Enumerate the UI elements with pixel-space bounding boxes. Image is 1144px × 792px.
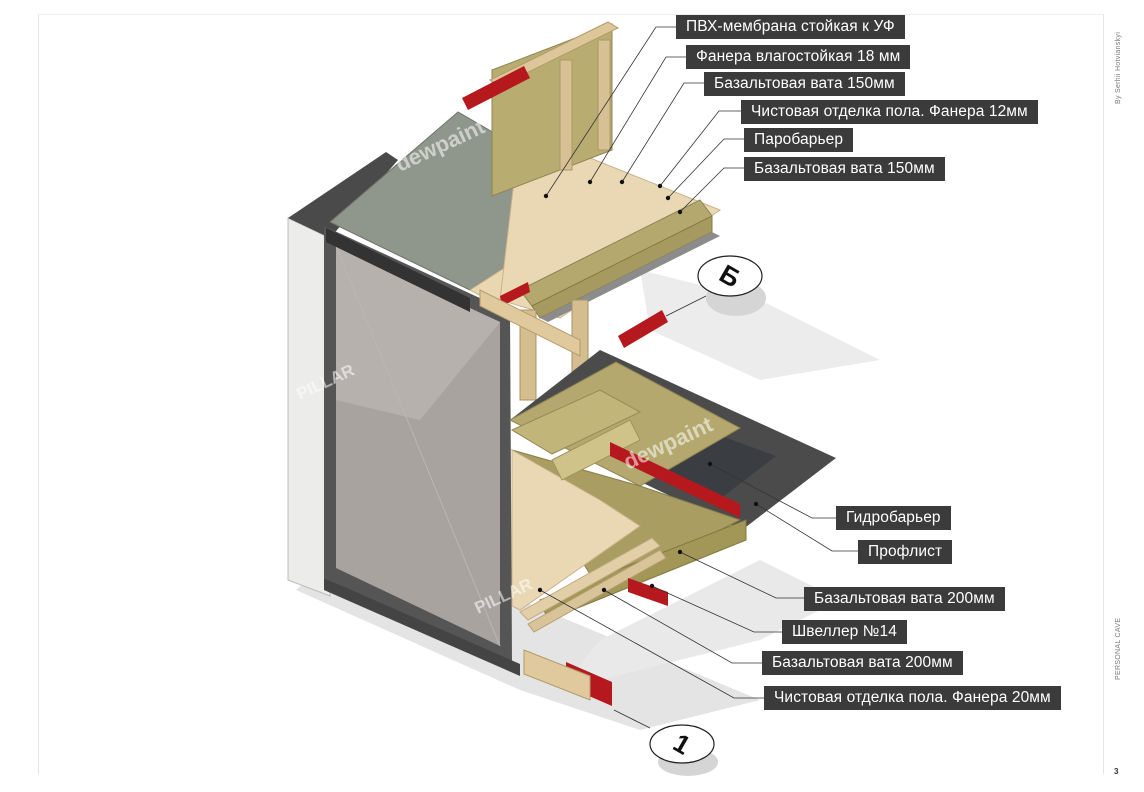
label-pvc-membrane: ПВХ-мембрана стойкая к УФ	[676, 15, 905, 39]
floor-board-1	[510, 389, 642, 455]
upper-red-channel	[462, 66, 530, 110]
label-finish-plywood-20mm: Чистовая отделка пола. Фанера 20мм	[764, 686, 1061, 710]
label-basalt-200-b: Базальтовая вата 200мм	[762, 651, 963, 675]
label-finish-plywood-12mm: Чистовая отделка пола. Фанера 12мм	[741, 100, 1038, 124]
leader-lines	[539, 26, 858, 729]
floor-plywood-stripe-2	[527, 549, 667, 633]
bottom-beam-end	[523, 649, 591, 701]
project-name: PERSONAL CAVE	[1115, 617, 1122, 680]
floor-plywood-20mm	[511, 449, 641, 611]
floor-shadow	[560, 560, 840, 690]
mid-red-channel	[618, 310, 668, 348]
label-vapor-barrier: Паробарьер	[744, 128, 854, 152]
roof-plywood-large	[499, 129, 722, 319]
frame-line-right	[1103, 14, 1104, 774]
bottom-frame-base	[324, 578, 520, 676]
marker-b-circle	[697, 255, 763, 297]
label-plywood-18mm: Фанера влагостойкая 18 мм	[686, 45, 911, 69]
label-profiled-sheet: Профлист	[858, 540, 953, 564]
concrete-column-front	[287, 217, 331, 597]
roof-parapet-dark	[326, 228, 470, 312]
floor-board-2	[551, 419, 641, 481]
floor-red-channel-1	[610, 442, 740, 518]
frame-line-left	[38, 14, 39, 774]
floor-plywood-stripe-1	[519, 537, 661, 621]
leader-dots	[537, 179, 759, 593]
author-credit: By Serhii Hotvianskyi	[1115, 31, 1122, 104]
label-basalt-150-a: Базальтовая вата 150мм	[704, 72, 905, 96]
page-number: 3	[1114, 767, 1119, 776]
glass-reflection	[336, 246, 500, 420]
label-basalt-200-a: Базальтовая вата 200мм	[804, 587, 1005, 611]
label-hydro-barrier: Гидробарьер	[836, 506, 951, 530]
frame-line-top	[38, 14, 1104, 15]
upper-shadow	[640, 270, 880, 380]
upper-stud-2	[559, 59, 573, 171]
label-basalt-150-b: Базальтовая вата 150мм	[744, 157, 945, 181]
mid-beam	[479, 289, 581, 357]
marker-1-circle	[649, 724, 715, 764]
upper-stud-3	[597, 39, 611, 151]
label-channel-14: Швеллер №14	[782, 620, 907, 644]
floor-red-channel-2	[628, 578, 668, 606]
concrete-column-top	[288, 152, 398, 238]
left-red-channel	[500, 282, 530, 306]
glass-line	[335, 245, 501, 647]
